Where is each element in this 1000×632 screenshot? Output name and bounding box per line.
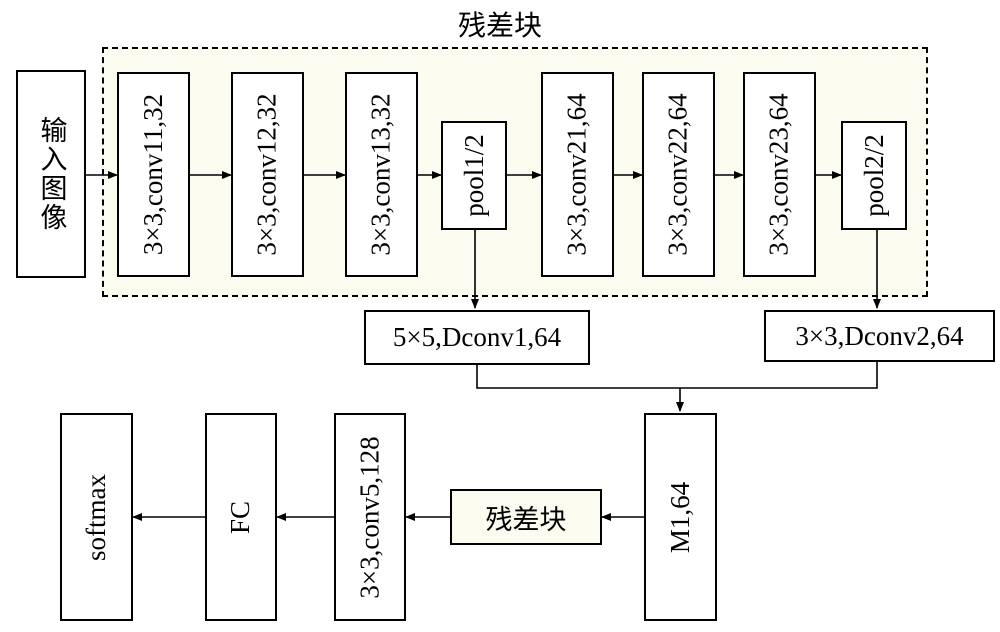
- m1-box: M1,64: [644, 413, 717, 621]
- fc-label: FC: [225, 500, 256, 534]
- dconv2-label: 3×3,Dconv2,64: [795, 320, 964, 351]
- conv11-label: 3×3,conv11,32: [138, 93, 168, 256]
- conv22-label: 3×3,conv22,64: [663, 93, 693, 256]
- softmax-box: softmax: [60, 413, 133, 621]
- conv12-label: 3×3,conv12,32: [252, 93, 282, 256]
- merge-lines: [476, 362, 878, 389]
- input-image-label: 输入图像: [35, 116, 67, 232]
- pool1-box: pool1/2: [441, 121, 507, 230]
- conv21-label: 3×3,conv21,64: [562, 93, 592, 256]
- fc-box: FC: [205, 413, 277, 621]
- dconv2-box: 3×3,Dconv2,64: [764, 310, 995, 362]
- pool2-label: pool2/2: [858, 134, 889, 217]
- conv5-label: 3×3,conv5,128: [354, 435, 385, 599]
- conv13-box: 3×3,conv13,32: [345, 72, 418, 277]
- pool2-box: pool2/2: [841, 121, 907, 230]
- conv5-box: 3×3,conv5,128: [334, 413, 406, 621]
- m1-label: M1,64: [665, 481, 696, 553]
- residual-block-box: 残差块: [450, 489, 602, 545]
- pool1-label: pool1/2: [458, 134, 489, 217]
- conv11-box: 3×3,conv11,32: [117, 72, 190, 277]
- conv12-box: 3×3,conv12,32: [231, 72, 304, 277]
- conv21-box: 3×3,conv21,64: [541, 72, 614, 277]
- residual-block-title: 残差块: [457, 9, 542, 42]
- conv13-label: 3×3,conv13,32: [366, 93, 396, 256]
- conv23-box: 3×3,conv23,64: [743, 72, 816, 277]
- dconv1-label: 5×5,Dconv1,64: [392, 322, 562, 352]
- softmax-label: softmax: [81, 473, 111, 561]
- conv22-box: 3×3,conv22,64: [642, 72, 715, 277]
- conv23-label: 3×3,conv23,64: [764, 93, 794, 256]
- residual-block-label: 残差块: [485, 504, 567, 536]
- dconv1-box: 5×5,Dconv1,64: [364, 310, 590, 365]
- input-image-box: 输入图像: [16, 70, 86, 278]
